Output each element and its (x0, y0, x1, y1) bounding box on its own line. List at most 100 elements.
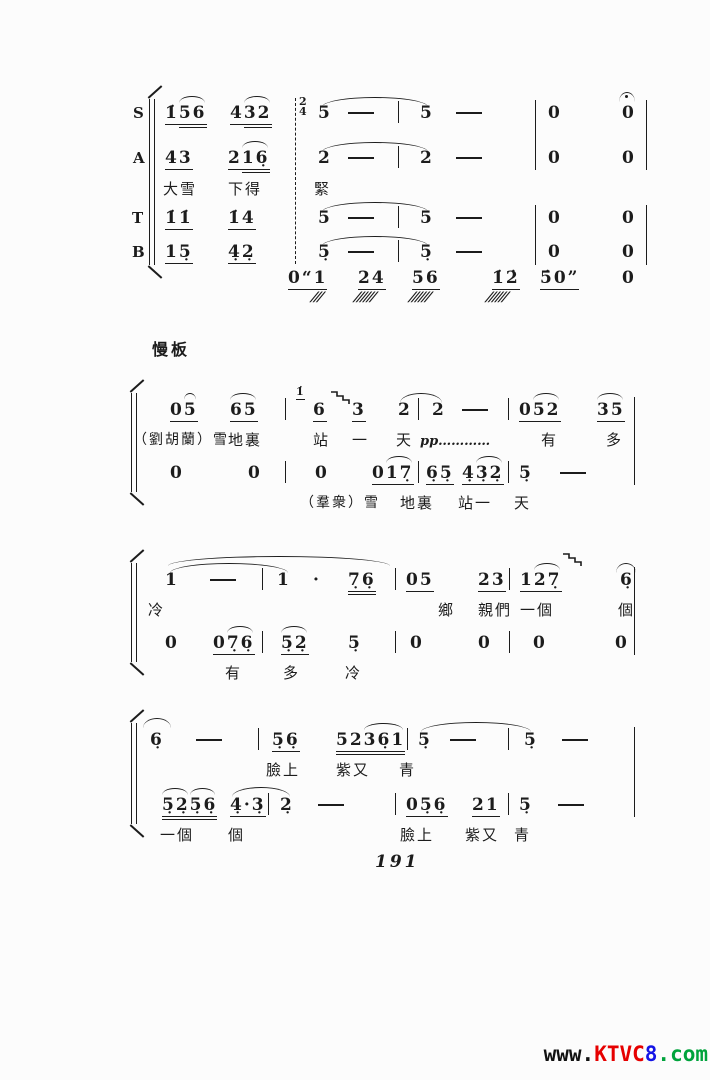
s2l1-1: （劉胡蘭）雪 (133, 432, 229, 448)
trem-1: /// (309, 290, 325, 305)
t-m4b (456, 217, 482, 219)
watermark-ktvc: KTVC (594, 1042, 645, 1066)
b-m5b: 0 (622, 242, 636, 262)
watermark: www.KTVC8.com (544, 1042, 708, 1066)
s-bar1 (398, 101, 399, 123)
s3v1-zig (562, 552, 586, 572)
brace-system1 (149, 99, 155, 265)
s2v1-7 (462, 409, 488, 411)
b-tie (322, 236, 428, 246)
s3v1-5: 7̣6̣ (348, 570, 376, 595)
s2v1-1: 05 (170, 400, 198, 422)
s2v1-9: 35 (597, 400, 625, 422)
s2v2-bar1 (285, 461, 286, 483)
a-m4b (456, 157, 482, 159)
s2v1-2: 65 (230, 400, 258, 422)
brace-system2 (131, 393, 137, 492)
b-m1: 15̣ (165, 242, 193, 264)
lyric-sa-3: 緊 (314, 180, 332, 198)
bar-sa-2 (646, 100, 647, 170)
s3v1-7: 23 (478, 570, 506, 592)
t-m1: 1̇1̇ (165, 208, 193, 230)
s3l1-4: 一個 (520, 601, 555, 619)
s2v1-bar1 (285, 398, 286, 420)
sys3-endbar (634, 567, 635, 655)
t-m3b (348, 217, 374, 219)
t-m5a: 0 (548, 208, 562, 228)
brace-system3 (131, 563, 137, 662)
s3v2-bar1 (262, 631, 263, 653)
s3v2-6: 0 (478, 633, 492, 653)
voice-label-s: S (133, 104, 145, 122)
s3v2-3: 5̣2̣ (281, 633, 309, 655)
voice-label-b: B (132, 243, 146, 261)
s2v2-3: 0 (315, 463, 329, 483)
s3v1-4: · (313, 570, 321, 590)
s4v1-8 (562, 739, 588, 741)
perc-4: 1̇2̇ (492, 268, 520, 290)
s2v1-3: 6 (313, 400, 327, 422)
brace-system4 (131, 723, 137, 824)
s2v1-4: 3 (352, 400, 366, 422)
s4v2-slur (232, 787, 290, 797)
s4v1-3: 5̣6̣ (272, 730, 300, 752)
a-tie (322, 142, 428, 152)
s2l1-3: 站 (313, 431, 331, 449)
s4l2-1: 一個 (160, 826, 195, 844)
t-m5b: 0 (622, 208, 636, 228)
s-m5b: 0 (622, 103, 636, 123)
s4v2-1: 5̣2̣5̣6̣ (162, 795, 218, 820)
s-fermata (619, 92, 635, 102)
s4v2-bar2 (395, 793, 396, 815)
b-m5a: 0 (548, 242, 562, 262)
t-m4a: 5 (420, 208, 434, 228)
s4l2-5: 青 (514, 826, 532, 844)
s4v2-7: 5̣ (519, 795, 533, 815)
sys2-endbar (634, 397, 635, 485)
s2l2-2: 地裏 (400, 494, 435, 512)
s3v1-slur2 (170, 563, 288, 573)
b-m4a: 5̣ (420, 242, 434, 262)
s4l2-4: 紫又 (465, 826, 500, 844)
perc-2: 24 (358, 268, 386, 290)
a-m5b: 0 (622, 148, 636, 168)
s2v1-tie (400, 393, 442, 403)
s2v2-bar2 (418, 461, 419, 483)
s4v2-bar3 (508, 793, 509, 815)
lyric-sa-2: 下得 (228, 180, 263, 198)
t-m3a: 5 (318, 208, 332, 228)
s2l2-3: 站一 (458, 494, 493, 512)
s4v1-bar3 (508, 728, 509, 750)
s3v1-bar1 (262, 568, 263, 590)
s-m2: 432 (230, 103, 272, 128)
sys4-endbar (634, 727, 635, 817)
s2v2-2: 0 (248, 463, 262, 483)
s4v1-7: 5̣ (524, 730, 538, 750)
s4v1-1: 6̣ (150, 730, 164, 750)
watermark-www: www. (543, 1042, 595, 1066)
s3l1-3: 親們 (478, 601, 513, 619)
s2l1-5: 天 (396, 431, 414, 449)
s3v2-bar3 (509, 631, 510, 653)
s2v2-6: 4̣3̣2̣ (462, 463, 504, 485)
s2v2-1: 0 (170, 463, 184, 483)
bar-dashed-1 (295, 98, 296, 264)
s4v1-tie-in (143, 718, 171, 728)
s4v1-6 (450, 739, 476, 741)
bar-tb-2 (646, 205, 647, 265)
s3v2-4: 5̣ (348, 633, 362, 653)
s2v2-4: 017̣ (372, 463, 414, 485)
s2l2-4: 天 (514, 494, 532, 512)
s4v1-5: 5̣ (418, 730, 432, 750)
s-tie (322, 97, 428, 107)
s4v2-6: 21 (472, 795, 500, 817)
perc-3: 56 (412, 268, 440, 290)
s3v1-slur1 (168, 556, 390, 566)
trem-3: ////// (407, 290, 432, 305)
s4v2-8 (558, 804, 584, 806)
s3l1-2: 鄉 (438, 601, 456, 619)
s3l1-1: 冷 (148, 601, 166, 619)
s4v1-4: 5236̣1 (336, 730, 406, 755)
